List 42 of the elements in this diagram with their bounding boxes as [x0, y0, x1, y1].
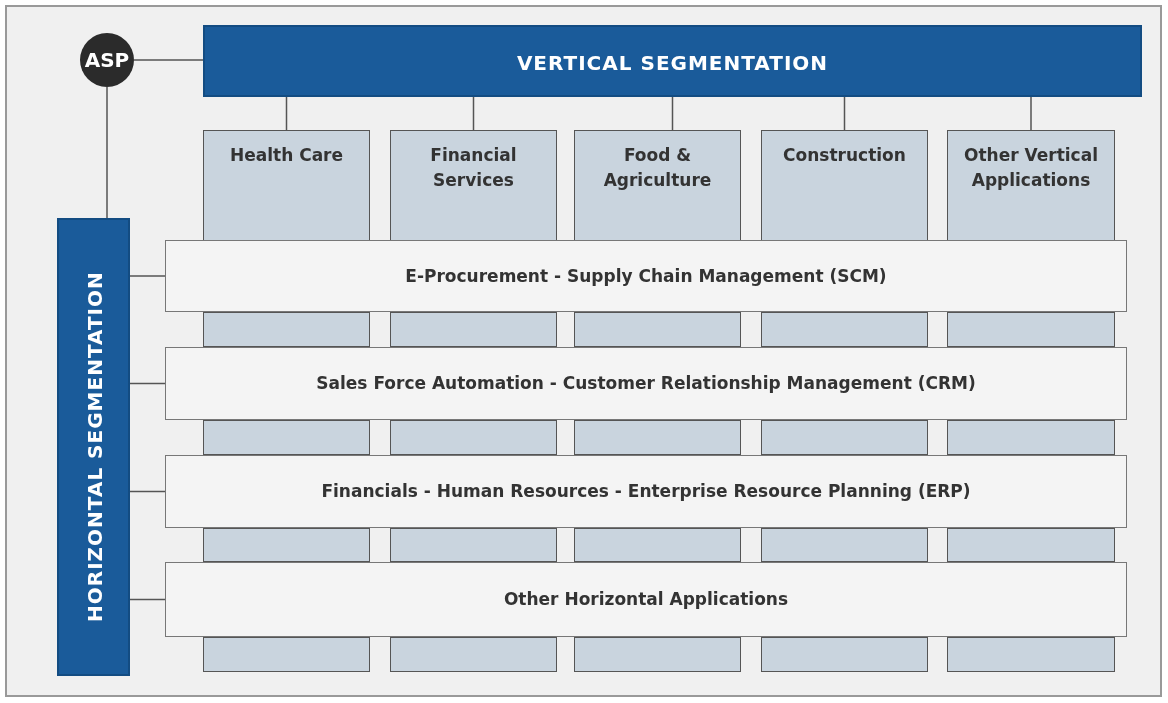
column-segment — [947, 420, 1115, 455]
horizontal-band: Other Horizontal Applications — [165, 562, 1127, 637]
horizontal-band: Financials - Human Resources - Enterprise Resource Planning (ERP) — [165, 455, 1127, 528]
column-segment — [203, 420, 370, 455]
connector-line — [106, 86, 108, 219]
vertical-column: Other Vertical Applications — [947, 130, 1115, 241]
vertical-column: Health Care — [203, 130, 370, 241]
connector-line — [129, 275, 166, 277]
column-segment — [761, 420, 928, 455]
column-segment — [574, 637, 741, 672]
column-segment — [574, 420, 741, 455]
column-segment — [203, 528, 370, 562]
column-segment — [390, 420, 557, 455]
horizontal-band: Sales Force Automation - Customer Relationship Management (CRM) — [165, 347, 1127, 420]
column-segment — [947, 528, 1115, 562]
column-segment — [947, 312, 1115, 347]
column-segment — [761, 528, 928, 562]
vertical-column: Financial Services — [390, 130, 557, 241]
vertical-column: Construction — [761, 130, 928, 241]
column-segment — [203, 637, 370, 672]
connector-line — [671, 96, 674, 131]
column-segment — [947, 637, 1115, 672]
horizontal-segmentation-banner: HORIZONTAL SEGMENTATION — [57, 218, 130, 676]
horizontal-band: E-Procurement - Supply Chain Management (SCM) — [165, 240, 1127, 312]
column-segment — [390, 312, 557, 347]
connector-line — [472, 96, 475, 131]
connector-line — [129, 382, 166, 385]
connector-line — [843, 96, 846, 131]
column-segment — [390, 637, 557, 672]
column-segment — [390, 528, 557, 562]
connector-line — [133, 59, 204, 61]
connector-line — [285, 96, 288, 131]
connector-line — [129, 598, 166, 601]
column-segment — [574, 528, 741, 562]
column-segment — [574, 312, 741, 347]
column-segment — [203, 312, 370, 347]
vertical-segmentation-banner: VERTICAL SEGMENTATION — [203, 25, 1142, 97]
column-segment — [761, 637, 928, 672]
connector-line — [1030, 96, 1032, 131]
column-segment — [761, 312, 928, 347]
connector-line — [129, 490, 166, 493]
vertical-column: Food & Agriculture — [574, 130, 741, 241]
